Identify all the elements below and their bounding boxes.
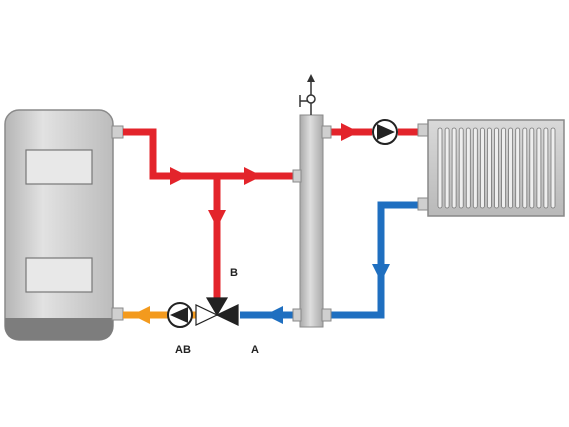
radiator-icon (417, 119, 565, 217)
hydraulic-separator-icon (292, 114, 332, 328)
radiator-fin (479, 127, 485, 209)
hot-flow-arrows (170, 123, 359, 228)
arrow-left-icon (132, 306, 150, 324)
port-label-b: B (230, 267, 238, 279)
circulation-pump-icon (372, 119, 398, 145)
boiler-icon (4, 109, 124, 341)
radiator-fin (501, 127, 507, 209)
port-label-a: A (251, 344, 259, 356)
radiator-fin (543, 127, 549, 209)
radiator-fin (508, 127, 514, 209)
air-vent-icon (299, 74, 316, 115)
arrow-down-icon (208, 210, 226, 228)
arrow-down-icon (372, 264, 390, 282)
radiator-fin (550, 127, 556, 209)
radiator-fin (465, 127, 471, 209)
cold-return-pipes (240, 201, 418, 319)
radiator-fin (444, 127, 450, 209)
radiator-fin (472, 127, 478, 209)
radiator-fin (494, 127, 499, 209)
radiator-fin (486, 127, 492, 209)
arrow-left-icon (265, 306, 283, 324)
radiator-fin (536, 127, 542, 209)
radiator-fin (451, 127, 457, 209)
arrow-right-icon (244, 167, 262, 185)
radiator-fin (437, 127, 443, 209)
supply-pipe-main (123, 128, 293, 180)
hot-supply-pipes (123, 128, 418, 298)
cold-flow-arrows (265, 264, 390, 324)
three-way-mixing-valve-icon (195, 297, 239, 326)
port-label-ab: AB (175, 344, 191, 356)
radiator-fin (529, 127, 535, 209)
radiator-fin (522, 127, 528, 209)
arrow-right-icon (341, 123, 359, 141)
arrow-right-icon (170, 167, 188, 185)
radiator-fin (458, 127, 464, 209)
return-pipe-radiator (330, 201, 418, 319)
radiator-fin (515, 127, 521, 209)
circulation-pump-icon (167, 302, 193, 328)
